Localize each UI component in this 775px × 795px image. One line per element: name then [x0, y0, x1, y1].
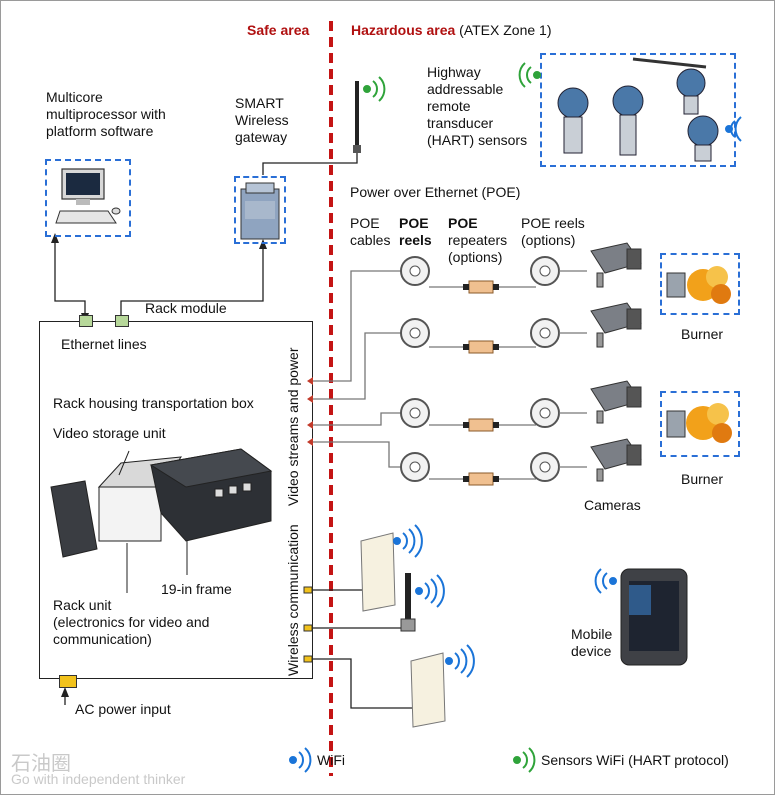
- wifi-blue-icon: [445, 644, 475, 678]
- access-point-panel: [410, 652, 446, 728]
- atex-zone-label: (ATEX Zone 1): [459, 22, 552, 38]
- computer-selection-box: [45, 159, 131, 237]
- poe-cable-4: [313, 441, 409, 468]
- rack-door: [50, 480, 98, 558]
- camera-icon: [590, 438, 642, 482]
- video-port: [307, 377, 313, 385]
- frame-label: 19-in frame: [161, 581, 232, 597]
- wireless-port: [303, 586, 313, 594]
- burner-2-label: Burner: [681, 471, 724, 487]
- gateway-selection-box: [234, 176, 286, 244]
- rack-housing-label: Rack housing transportation box: [53, 395, 254, 411]
- wireless-port: [303, 655, 313, 663]
- wifi-green-icon: [518, 62, 541, 88]
- wifi-blue-icon: [415, 574, 445, 608]
- burner-2-selection-box: [660, 391, 740, 457]
- wifi-green-icon: [363, 76, 386, 102]
- hart-sensors-label: Highway addressable remote transducer (H…: [427, 64, 528, 148]
- gateway-label: SMART Wireless gateway: [235, 95, 289, 145]
- poe-cable-1: [313, 270, 409, 382]
- ac-power-connector: [59, 675, 77, 688]
- watermark-brand: 石油圈: [11, 753, 71, 775]
- arrow-head: [259, 239, 267, 249]
- wifi-blue-icon: [594, 568, 617, 594]
- hazardous-area-label: Hazardous area (ATEX Zone 1): [351, 22, 552, 39]
- ethernet-lines-label: Ethernet lines: [61, 336, 147, 352]
- rack-unit-front: [98, 486, 162, 542]
- rack-module-box: [39, 321, 313, 679]
- wifi-blue-icon: [725, 116, 742, 142]
- hazardous-area-title: Hazardous area: [351, 22, 456, 38]
- poe-repeaters-label-a: POE: [448, 215, 478, 231]
- hart-sensors-selection-box: [540, 53, 736, 167]
- arrow-head: [51, 233, 59, 243]
- safe-area-label: Safe area: [247, 22, 310, 38]
- multicore-label: Multicore multiprocessor with platform s…: [46, 89, 166, 139]
- wifi-blue-icon: [393, 524, 423, 558]
- legend-wifi-label: WiFi: [317, 752, 345, 768]
- camera-icon: [590, 302, 642, 348]
- rack-unit-label: Rack unit (electronics for video and com…: [53, 597, 210, 647]
- legend-sensors-wifi-label: Sensors WiFi (HART protocol): [541, 752, 729, 768]
- watermark-tagline: Go with independent thinker: [11, 771, 186, 787]
- arrow-head: [61, 687, 69, 697]
- video-port: [307, 421, 313, 429]
- camera-icon: [590, 242, 642, 288]
- poe-row-3: [400, 398, 587, 432]
- ethernet-line-gateway: [120, 245, 264, 317]
- legend-wifi-icon: [289, 747, 312, 773]
- poe-reels-label: POE reels: [399, 215, 432, 248]
- ethernet-port-1: [79, 315, 93, 327]
- poe-reels-options-label: POE reels (options): [521, 215, 585, 248]
- burner-1-selection-box: [660, 253, 740, 315]
- poe-cable-2: [313, 332, 409, 400]
- ethernet-port-2: [115, 315, 129, 327]
- wireless-line-3: [313, 658, 423, 709]
- legend-sensors-wifi-icon: [513, 747, 536, 773]
- wireless-port: [303, 624, 313, 632]
- ac-power-label: AC power input: [75, 701, 171, 717]
- camera-icon: [590, 380, 642, 424]
- video-storage-label: Video storage unit: [53, 425, 166, 441]
- video-port: [307, 438, 313, 446]
- ethernet-line-computer: [54, 239, 86, 317]
- cameras-label: Cameras: [584, 497, 641, 513]
- poe-cables-label: POE cables: [350, 215, 391, 248]
- burner-flame-icon: [666, 266, 731, 304]
- mobile-device-label: Mobile device: [571, 626, 613, 659]
- gateway-antenna: [353, 81, 361, 153]
- poe-row-1: [400, 256, 587, 294]
- burner-1-label: Burner: [681, 326, 724, 342]
- poe-title: Power over Ethernet (POE): [350, 184, 521, 200]
- poe-row-2: [400, 318, 587, 354]
- access-point-panel: [360, 532, 396, 612]
- poe-repeaters-label-b: repeaters (options): [448, 232, 508, 265]
- access-point-antenna: [400, 573, 416, 632]
- video-port: [307, 395, 313, 403]
- poe-row-4: [400, 452, 587, 486]
- burner-flame-icon: [666, 403, 732, 443]
- rack-module-label: Rack module: [145, 300, 227, 316]
- poe-cable-3: [313, 412, 409, 426]
